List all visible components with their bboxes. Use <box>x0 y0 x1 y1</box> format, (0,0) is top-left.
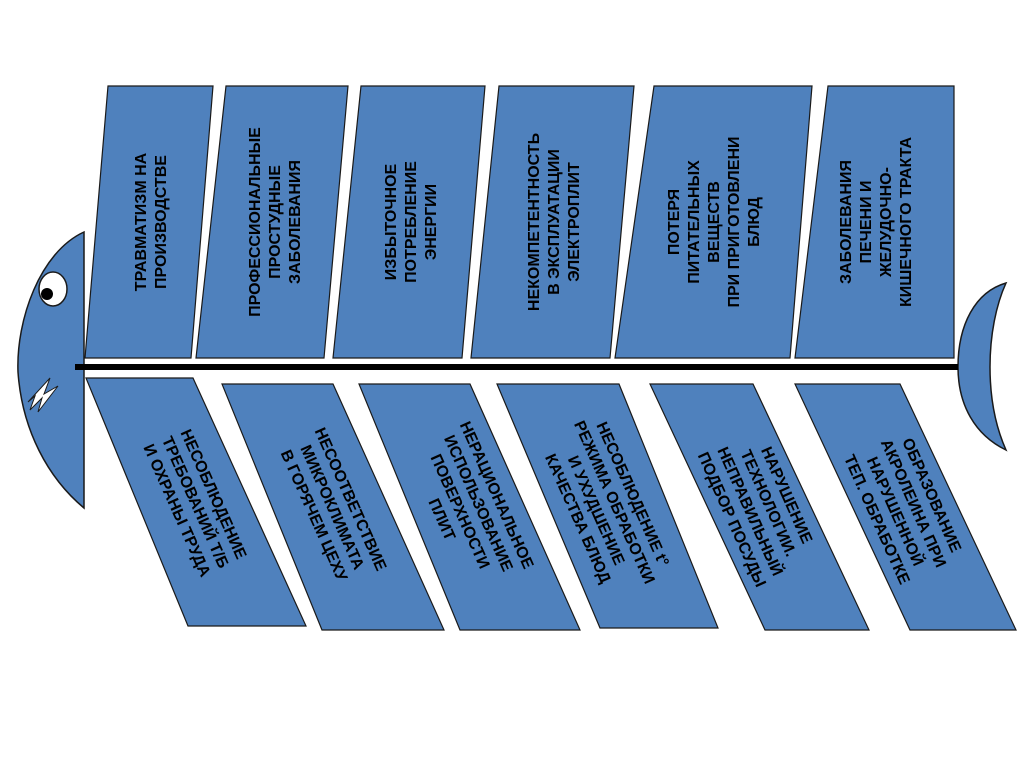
upper-cause-box <box>614 85 813 359</box>
upper-cause-label-line: ЭЛЕКТРОПЛИТ <box>566 162 583 282</box>
lower-cause-box <box>85 377 307 627</box>
upper-cause-label-line: В ЭКСПЛУАТАЦИИ <box>546 149 563 295</box>
upper-cause-label-line: ЭНЕРГИИ <box>423 184 440 260</box>
fish-eye <box>38 271 68 307</box>
fish-pupil <box>41 288 53 300</box>
lower-cause-box <box>496 383 719 629</box>
upper-cause-label-line: ТРАВМАТИЗМ НА <box>133 152 150 291</box>
lower-cause-box <box>358 383 581 631</box>
upper-cause-label-line: БЛЮД <box>746 196 763 246</box>
upper-cause-box <box>794 85 955 359</box>
lower-cause-box <box>649 383 870 631</box>
upper-cause-label-line: ИЗБЫТОЧНОЕ <box>383 163 400 280</box>
lower-cause-1: НЕСОБЛЮДЕНИЕТРЕБОВАНИЙ Т/БИ ОХРАНЫ ТРУДА <box>85 377 307 627</box>
upper-cause-box <box>84 85 214 359</box>
upper-cause-label-line: ВЕЩЕСТВ <box>706 181 723 263</box>
upper-cause-label-line: ПЕЧЕНИ И <box>858 180 875 263</box>
fish-mouth <box>27 377 59 413</box>
upper-cause-label-line: ПОТЕРЯ <box>666 189 683 255</box>
upper-cause-label-line: ЗАБОЛЕВАНИЯ <box>287 160 304 284</box>
lower-cause-3: НЕРАЦИОНАЛЬНОЕИСПОЛЬЗОВАНИЕПОВЕРХНОСТИПЛ… <box>358 383 581 631</box>
lower-cause-box <box>794 383 1017 631</box>
fish-tail-shape <box>957 281 1008 452</box>
upper-cause-label-line: ПРИ ПРИГОТОВЛЕНИ <box>726 136 743 307</box>
upper-cause-label-line: КИШЕЧНОГО ТРАКТА <box>898 137 915 308</box>
upper-cause-label-line: ЖЕЛУДОЧНО- <box>878 167 895 278</box>
fish-head-shape <box>17 230 85 510</box>
upper-cause-box <box>332 85 486 359</box>
upper-cause-label-line: ПРОФЕССИОНАЛЬНЫЕ <box>247 127 264 317</box>
lower-cause-4: НЕСОБЛЮДЕНИЕ t°РЕЖИМА ОБРАБОТКИИ УХУДШЕН… <box>496 383 719 629</box>
lower-causes: НЕСОБЛЮДЕНИЕТРЕБОВАНИЙ Т/БИ ОХРАНЫ ТРУДА… <box>85 377 1017 631</box>
fish-head <box>17 230 85 510</box>
lower-cause-box <box>221 383 445 631</box>
lower-cause-2: НЕСООТВЕТСТВИЕМИКРОКЛИМАТАВ ГОРЯЧЕМ ЦЕХУ <box>221 383 445 631</box>
upper-cause-box <box>470 85 635 359</box>
upper-cause-box <box>195 85 349 359</box>
fish-tail <box>957 281 1008 452</box>
upper-cause-label-line: ПИТАТЕЛЬНЫХ <box>686 160 703 284</box>
upper-cause-label-line: ЗАБОЛЕВАНИЯ <box>838 160 855 284</box>
upper-cause-label-line: НЕКОМПЕТЕНТНОСТЬ <box>526 133 543 311</box>
upper-cause-label-line: ПОТРЕБЛЕНИЕ <box>403 161 420 283</box>
upper-cause-label-line: ПРОИЗВОДСТВЕ <box>153 155 170 289</box>
upper-cause-label-line: ПРОСТУДНЫЕ <box>267 165 284 279</box>
